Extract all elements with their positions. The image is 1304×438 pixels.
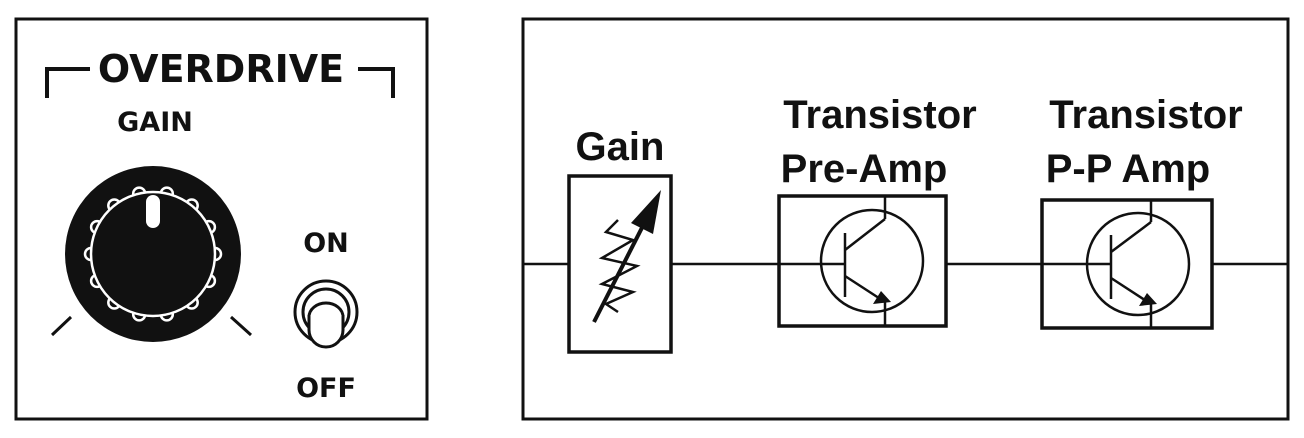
stage-gain: Gain — [567, 125, 673, 354]
transistor-icon — [1042, 200, 1191, 328]
stage-pre-amp-label-line1: Transistor — [783, 93, 976, 137]
knob-label: GAIN — [117, 107, 193, 138]
panel-title: OVERDRIVE — [98, 47, 344, 91]
signal-chain-frame — [521, 17, 1290, 421]
knob-max-tick — [229, 315, 253, 337]
control-panel-frame — [14, 17, 429, 421]
gain-knob-icon[interactable] — [50, 166, 253, 342]
knob-min-tick — [50, 315, 73, 337]
switch-off-label: OFF — [296, 373, 356, 404]
control-panel: OVERDRIVE GAIN ON OFF — [14, 17, 429, 421]
stage-gain-label: Gain — [576, 125, 665, 169]
stage-pre-amp-box — [777, 194, 948, 328]
switch-on-label: ON — [303, 228, 349, 259]
toggle-switch-icon[interactable] — [293, 279, 359, 349]
knob-ring — [89, 190, 217, 318]
stage-pp-amp-label-line1: Transistor — [1049, 93, 1242, 137]
transistor-icon — [779, 196, 925, 326]
stage-pre-amp: Transistor Pre-Amp — [777, 93, 977, 328]
stage-pp-amp-label-line2: P-P Amp — [1046, 147, 1210, 191]
knob-pointer — [146, 195, 160, 228]
signal-chain: Gain Transistor Pre-Amp — [521, 17, 1290, 421]
title-bracket — [45, 67, 395, 98]
variable-resistor-icon — [592, 190, 661, 323]
stage-pre-amp-label-line2: Pre-Amp — [781, 147, 948, 191]
stage-pp-amp: Transistor P-P Amp — [1040, 93, 1243, 330]
